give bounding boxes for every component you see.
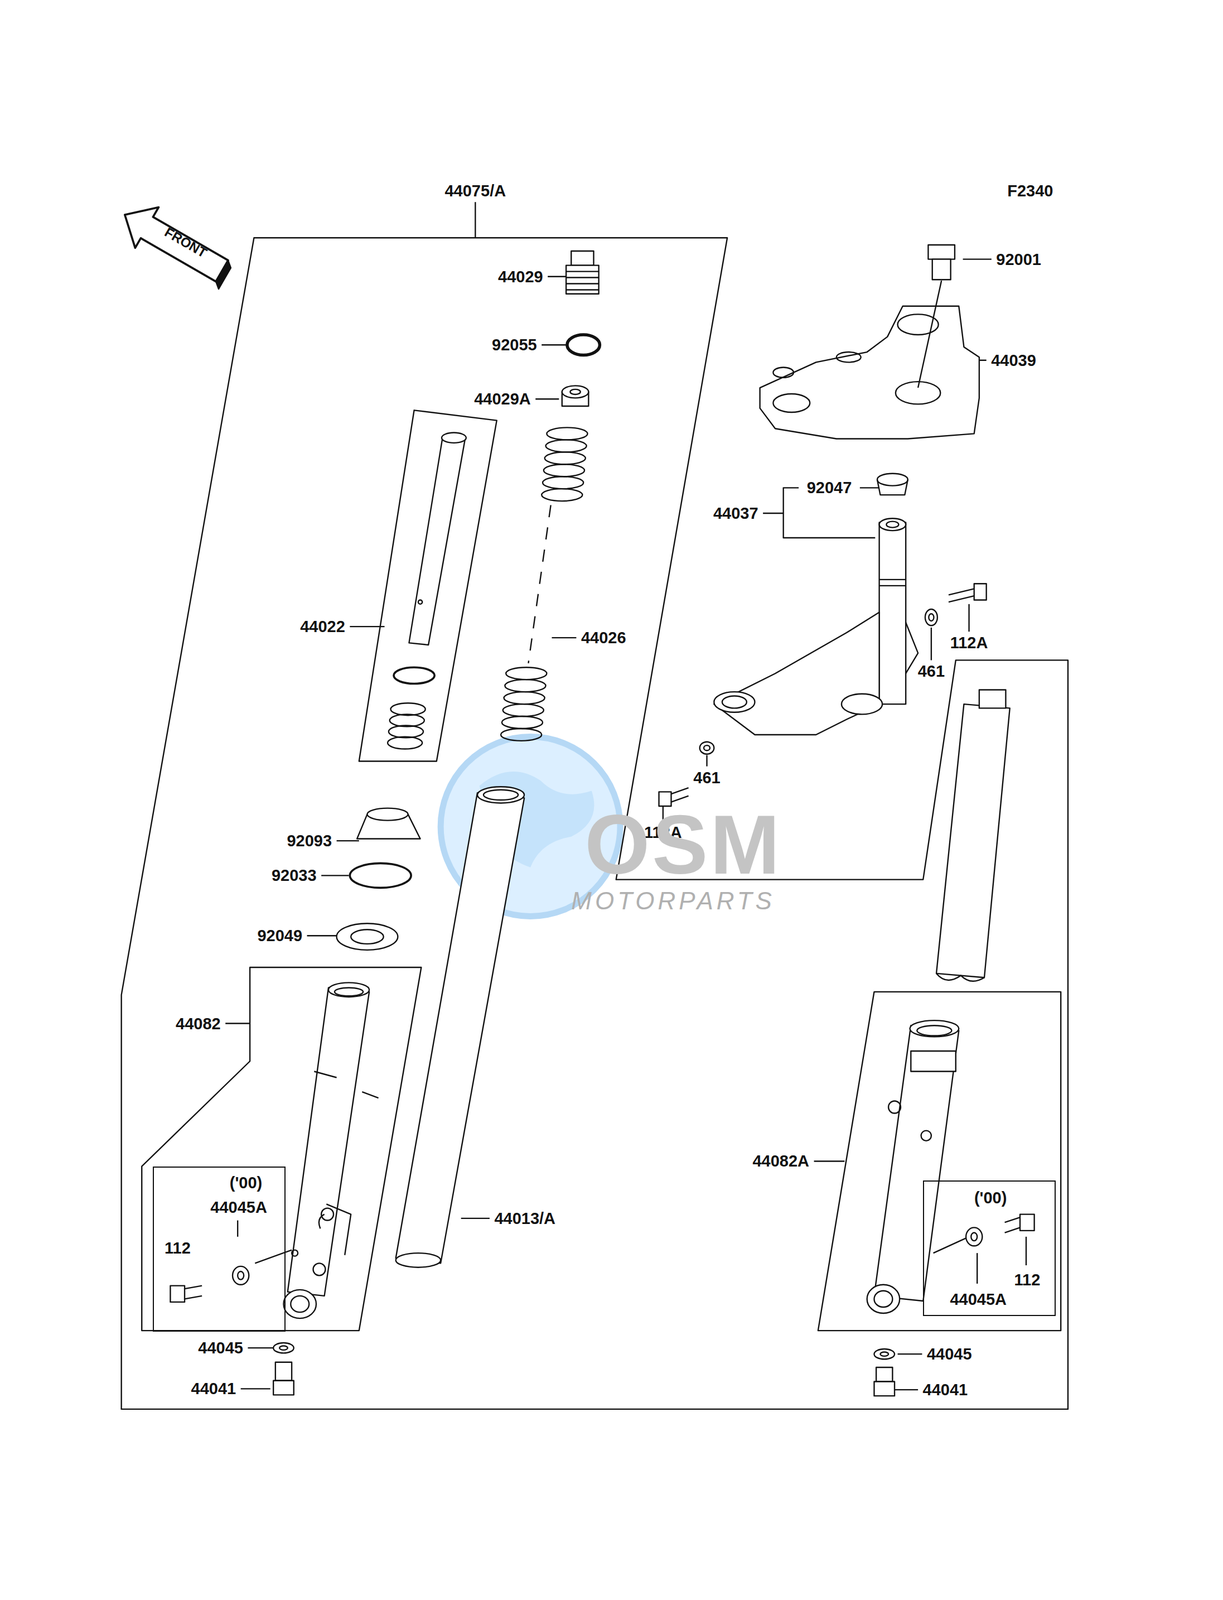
- callout-number: 44039: [989, 351, 1038, 369]
- callout-number: 44045A: [949, 1290, 1007, 1307]
- callout-number: 92047: [805, 479, 854, 497]
- callout-number: 44037: [711, 504, 761, 522]
- year-note: ('00): [229, 1173, 263, 1191]
- callout-number: F2340: [1005, 182, 1055, 200]
- callout-number: 44041: [921, 1380, 970, 1399]
- callout-number: 44045: [196, 1338, 245, 1357]
- callout-number: 44041: [189, 1379, 239, 1397]
- callout-number: 44022: [298, 617, 347, 636]
- callout-number: 44082A: [750, 1152, 811, 1170]
- callout-number: 44029A: [472, 390, 533, 408]
- callout-number: 44013/A: [492, 1209, 558, 1227]
- callout-number: 44045A: [210, 1198, 268, 1215]
- callout-number: 92055: [490, 336, 539, 354]
- callout-number: 44026: [579, 629, 628, 647]
- callout-number: 44045: [925, 1345, 974, 1363]
- watermark-text: MOTORPARTS: [571, 888, 776, 913]
- callout-number: 112: [1014, 1270, 1041, 1288]
- callout-number: 44075/A: [442, 182, 508, 200]
- callout-number: 44082: [173, 1014, 223, 1032]
- year-variant-box: ('00) 44045A 112: [922, 1180, 1056, 1316]
- callout-number: 92033: [269, 866, 319, 884]
- callout-number: 461: [916, 662, 947, 680]
- callout-number: 44029: [496, 267, 545, 285]
- callout-number: 112A: [948, 634, 990, 652]
- watermark-logo: OSM: [585, 802, 783, 887]
- callout-number: 92001: [994, 250, 1043, 268]
- callout-number: 92049: [255, 926, 304, 945]
- callout-number: 461: [691, 768, 722, 786]
- year-variant-box: ('00) 44045A 112: [152, 1166, 286, 1332]
- year-note: ('00): [974, 1189, 1007, 1206]
- callout-number: 112: [164, 1239, 191, 1256]
- callout-number: 92093: [284, 832, 334, 850]
